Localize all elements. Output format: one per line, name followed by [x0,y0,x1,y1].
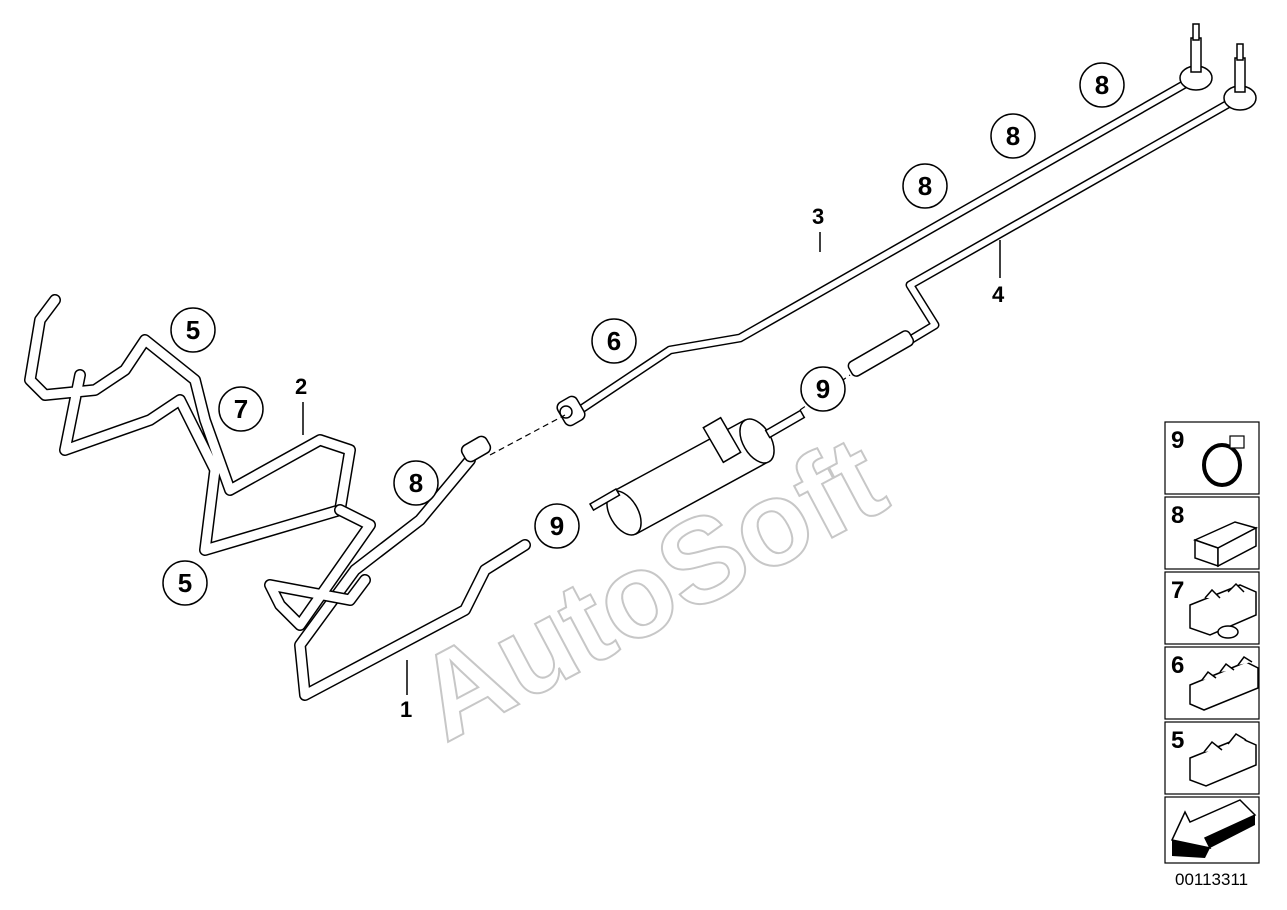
svg-text:8: 8 [409,468,423,498]
pipe-4-sleeve [847,330,915,377]
triple-clip-icon [1189,655,1259,711]
double-clip-with-mount-icon [1189,582,1257,639]
part-label-1: 1 [400,697,412,722]
legend-nav-item[interactable] [1164,796,1260,864]
svg-text:8: 8 [1006,121,1020,151]
fuel-hose-extra-loop [264,504,376,631]
double-clip-icon [1189,733,1257,787]
svg-text:7: 7 [1171,577,1184,604]
pipe-end-fitting-4 [1223,43,1257,111]
callout-8-pipe-high: 8 [1079,62,1125,108]
diagram-id: 00113311 [1175,870,1248,889]
fuel-hose-1 [294,435,531,701]
hose-clamp-icon [1202,435,1245,487]
part-label-3: 3 [812,204,824,229]
svg-text:5: 5 [1171,727,1184,754]
svg-text:9: 9 [1171,427,1184,454]
part-label-2: 2 [295,374,307,399]
callout-7: 7 [218,386,264,432]
svg-text:8: 8 [918,171,932,201]
callout-5-upper: 5 [170,307,216,353]
callout-8-filter: 8 [393,460,439,506]
svg-text:9: 9 [550,511,564,541]
callout-5-lower: 5 [162,560,208,606]
pipe-end-fitting-3 [1179,23,1213,91]
legend-item-5[interactable]: 5 [1164,721,1260,795]
legend-item-9[interactable]: 9 [1164,421,1260,495]
svg-text:9: 9 [816,374,830,404]
svg-text:5: 5 [186,315,200,345]
quick-connector [556,395,586,427]
fuel-filter [588,409,806,536]
svg-text:6: 6 [1171,652,1184,679]
assembly-line-a [489,414,566,456]
parts-legend: 9 8 7 6 [1164,421,1260,864]
legend-item-7[interactable]: 7 [1164,571,1260,645]
callout-8-pipe-low: 8 [902,163,948,209]
callout-8-pipe-mid: 8 [990,113,1036,159]
legend-item-8[interactable]: 8 [1164,496,1260,570]
fuel-hose-2 [24,294,356,556]
svg-text:8: 8 [1095,70,1109,100]
fuel-pipe-3 [575,75,1197,415]
svg-text:6: 6 [607,326,621,356]
single-clip-icon [1192,521,1259,568]
callout-9-filter-inlet: 9 [534,503,580,549]
callout-6: 6 [591,318,637,364]
svg-text:8: 8 [1171,502,1184,529]
svg-text:7: 7 [234,394,248,424]
svg-text:5: 5 [178,568,192,598]
part-label-4: 4 [992,282,1005,307]
callout-9-filter-outlet: 9 [800,366,846,412]
legend-item-6[interactable]: 6 [1164,646,1260,720]
arrow-back-icon [1170,799,1257,858]
